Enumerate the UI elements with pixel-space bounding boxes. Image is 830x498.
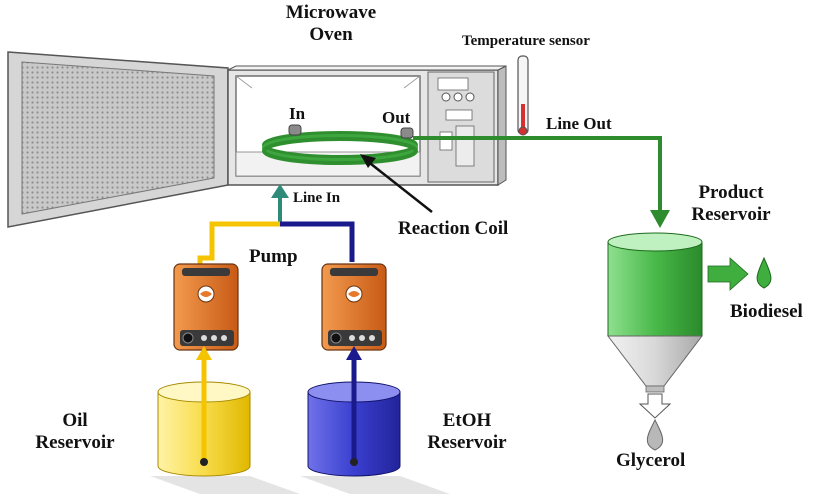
separator-cone xyxy=(606,335,704,387)
biodiesel-arrow xyxy=(707,257,749,291)
line-out-arrow xyxy=(650,210,670,228)
oven-display xyxy=(437,77,469,91)
glycerol-arrow xyxy=(638,393,672,419)
pump-label: Pump xyxy=(249,246,298,267)
coil-in-label: In xyxy=(289,104,306,123)
coil-inlet-connector xyxy=(288,124,302,136)
line-out-tube xyxy=(413,136,662,212)
ethanol-tube xyxy=(280,221,355,262)
ethanol-pump xyxy=(321,263,387,351)
oven-knob xyxy=(453,92,463,102)
etoh-reservoir-label: EtOH Reservoir xyxy=(427,410,507,453)
temperature-sensor xyxy=(517,55,529,136)
temperature-sensor-label: Temperature sensor xyxy=(462,33,590,49)
line-in-label: Line In xyxy=(293,190,341,206)
glycerol-label: Glycerol xyxy=(616,450,686,471)
line-out-label: Line Out xyxy=(546,114,612,133)
oven-door-mesh xyxy=(21,61,215,215)
oven-knob xyxy=(465,92,475,102)
reaction-coil xyxy=(262,124,418,165)
line-in-arrow xyxy=(271,184,289,198)
biodiesel-drop xyxy=(756,256,772,289)
oil-reservoir-label: Oil Reservoir xyxy=(35,410,115,453)
reaction-coil-label: Reaction Coil xyxy=(398,218,509,239)
glycerol-drop xyxy=(646,418,664,451)
biodiesel-label: Biodiesel xyxy=(730,301,803,322)
oil-pump xyxy=(173,263,239,351)
reaction-coil-pointer xyxy=(365,159,433,213)
product-reservoir xyxy=(606,232,704,393)
oven-knob xyxy=(441,92,451,102)
oil-tube xyxy=(197,221,280,268)
coil-outlet-connector xyxy=(400,127,414,139)
product-reservoir-label: Product Reservoir xyxy=(691,182,771,225)
coil-out-label: Out xyxy=(382,108,411,127)
microwave-oven-label: Microwave Oven xyxy=(285,2,377,45)
